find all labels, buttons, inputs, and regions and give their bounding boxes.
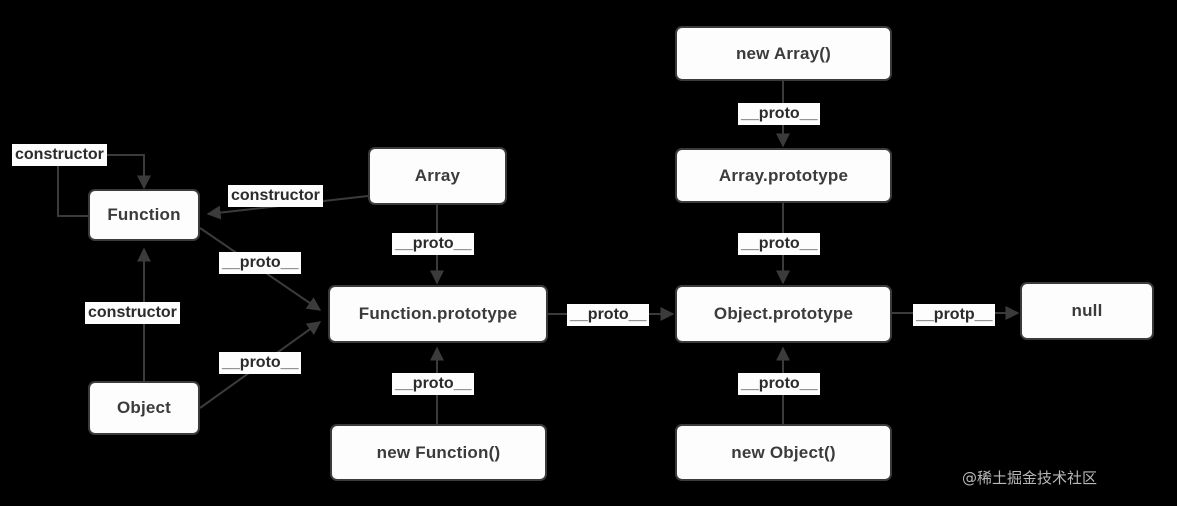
edge-label-objproto-to-null-protp: __protp__ [913,304,996,326]
node-new-function[interactable]: new Function() [330,424,547,481]
edge-label-function-to-funcproto-proto: __proto__ [219,252,302,274]
node-new-array[interactable]: new Array() [675,26,892,81]
edge-label-function-self-constructor: constructor [12,144,107,166]
edge-label-object-to-function-constructor: constructor [85,302,180,324]
edge-label-array-to-function-constructor: constructor [228,185,323,207]
edge-label-newfunction-to-funcproto-proto: __proto__ [392,373,475,395]
node-array[interactable]: Array [368,147,507,205]
node-null[interactable]: null [1020,282,1154,340]
edge-label-newarray-to-arrayproto-proto: __proto__ [738,103,821,125]
edge-label-arrayproto-to-objproto-proto: __proto__ [738,233,821,255]
edge-label-array-to-funcproto-proto: __proto__ [392,233,475,255]
node-object-prototype[interactable]: Object.prototype [675,285,892,343]
edge-label-funcproto-to-objproto-proto: __proto__ [567,304,650,326]
edge-label-newobject-to-objproto-proto: __proto__ [738,373,821,395]
node-new-object[interactable]: new Object() [675,424,892,481]
node-array-prototype[interactable]: Array.prototype [675,148,892,203]
watermark: @稀土掘金技术社区 [962,469,1098,487]
node-function-prototype[interactable]: Function.prototype [328,285,548,343]
edge-label-object-to-funcproto-proto: __proto__ [219,352,302,374]
node-function[interactable]: Function [88,189,200,241]
node-object[interactable]: Object [88,381,200,435]
